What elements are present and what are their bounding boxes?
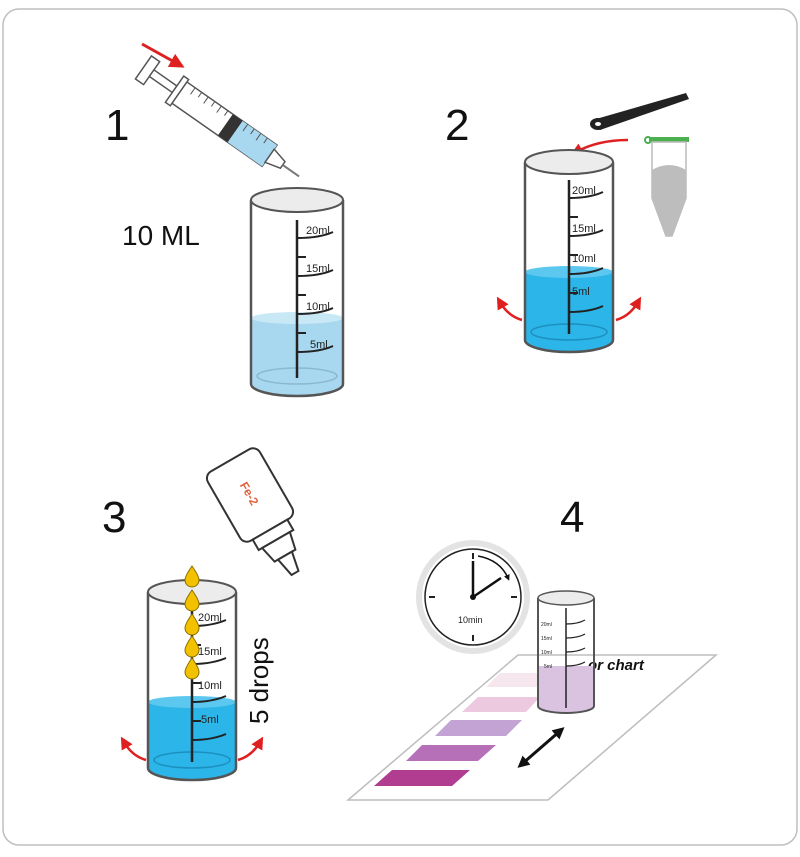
scale-label: 15ml — [541, 636, 552, 642]
scale-label: 10ml — [306, 301, 330, 313]
chart-title: or chart — [588, 657, 645, 674]
beaker-icon: 20ml 15ml 10ml 5ml — [537, 590, 595, 714]
swirl-arrow-left — [120, 736, 147, 762]
drop — [184, 613, 200, 636]
tube-icon — [644, 136, 689, 237]
step-2: 2 20ml 1 — [445, 93, 689, 354]
step-number: 3 — [102, 493, 126, 542]
scale-label: 20ml — [572, 185, 596, 197]
scale-label: 15ml — [306, 263, 330, 275]
scale-label: 5ml — [544, 664, 552, 670]
volume-caption: 10 ML — [122, 220, 200, 251]
syringe-icon — [134, 54, 300, 178]
scale-label: 20ml — [198, 612, 222, 624]
double-arrow-icon — [517, 727, 565, 768]
scale-label: 10ml — [198, 680, 222, 692]
step-4: 4 10min or chart — [345, 493, 719, 801]
scale-label: 5ml — [310, 339, 328, 351]
clock-icon: 10min — [416, 540, 530, 654]
spatula-icon — [590, 93, 689, 130]
color-swatch — [435, 720, 522, 736]
scale-label: 5ml — [201, 714, 219, 726]
drop — [184, 589, 200, 612]
dropper-bottle-icon: Fe-2 — [205, 447, 300, 577]
scale-label: 15ml — [198, 646, 222, 658]
color-swatch — [374, 770, 470, 786]
frame-border — [2, 8, 798, 846]
swirl-arrow-right — [615, 296, 642, 322]
scale-label: 20ml — [541, 622, 552, 628]
beaker-icon: 20ml 15ml 10ml 5ml — [523, 149, 615, 354]
step-1: 1 10 ML — [105, 42, 345, 398]
step-number: 1 — [105, 101, 129, 150]
drops — [184, 565, 200, 680]
drop — [184, 635, 200, 658]
beaker-icon: 20ml 15ml 10ml 5ml — [249, 187, 345, 398]
timer-label: 10min — [458, 615, 483, 625]
scale-label: 15ml — [572, 223, 596, 235]
scale-label: 10ml — [572, 253, 596, 265]
color-swatch — [406, 745, 496, 761]
drops-caption: 5 drops — [244, 637, 274, 724]
scale-label: 10ml — [541, 650, 552, 656]
swirl-arrow-right — [237, 736, 264, 762]
swirl-arrow-left — [496, 296, 523, 322]
step-number: 2 — [445, 101, 469, 150]
step-number: 4 — [560, 493, 584, 542]
scale-label: 20ml — [306, 225, 330, 237]
scale-label: 5ml — [572, 286, 590, 298]
color-swatch — [462, 697, 540, 712]
drop — [184, 657, 200, 680]
drop — [184, 565, 200, 588]
step-3: 3 Fe-2 20ml 15ml 10ml 5ml — [102, 447, 300, 782]
push-arrow — [141, 42, 185, 68]
